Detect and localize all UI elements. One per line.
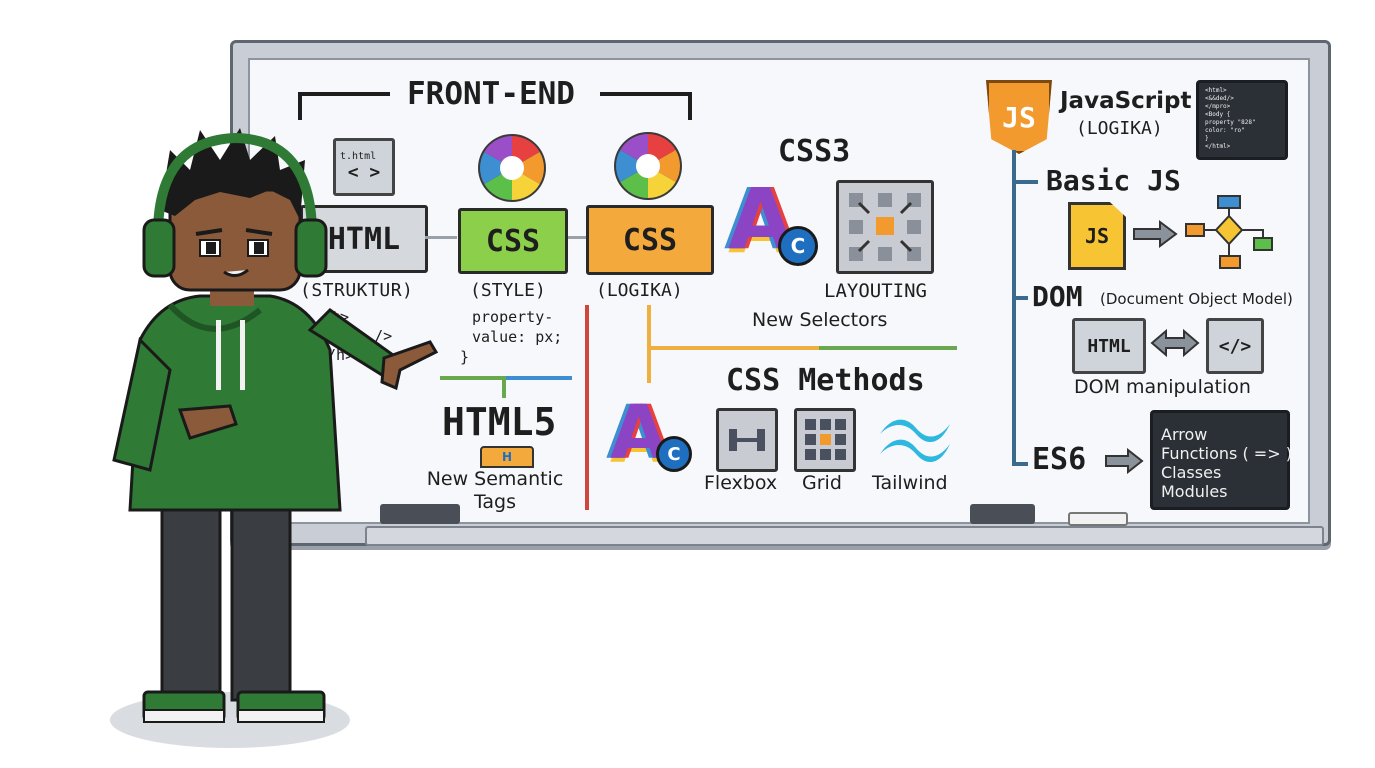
css-methods-title: CSS Methods bbox=[726, 363, 925, 398]
css-logic-label: CSS bbox=[622, 222, 678, 258]
css-style-sub-label: (STYLE) bbox=[470, 280, 546, 301]
js-tree-branch-dom bbox=[1012, 296, 1028, 300]
js-code-line-1: <html> bbox=[1205, 87, 1227, 94]
layout-grid-icon bbox=[836, 180, 934, 274]
tailwind-label: Tailwind bbox=[872, 472, 948, 494]
connector-css-css bbox=[566, 236, 586, 239]
dom-manipulation-label: DOM manipulation bbox=[1074, 376, 1251, 398]
grid-icon bbox=[794, 408, 856, 472]
html-file-tab: t.html bbox=[340, 151, 377, 162]
whiteboard-tray bbox=[365, 526, 1324, 546]
presenter-character bbox=[110, 128, 439, 748]
js-code-line-7: } bbox=[1205, 135, 1209, 142]
es6-title: ES6 bbox=[1032, 442, 1087, 477]
es6-item-modules: Modules bbox=[1161, 482, 1228, 501]
dom-title: DOM bbox=[1032, 280, 1083, 313]
js-code-line-4: <Body { bbox=[1205, 111, 1231, 118]
html5-title: HTML5 bbox=[442, 400, 557, 444]
es6-item-functions: Functions ( => ) bbox=[1161, 444, 1292, 463]
js-code-line-2: <&&ded/> bbox=[1205, 95, 1234, 102]
dom-code-window-icon: </> bbox=[1206, 318, 1264, 374]
html-sub-label: (STRUKTUR) bbox=[300, 280, 414, 301]
dom-html-label: HTML bbox=[1087, 335, 1131, 357]
css-methods-c-badge: C bbox=[656, 436, 692, 472]
basic-js-arrow-icon bbox=[1133, 220, 1178, 248]
dom-bidirectional-arrow-icon bbox=[1150, 328, 1200, 358]
connector-logic-green bbox=[819, 346, 957, 350]
es6-item-arrow: Arrow bbox=[1161, 425, 1208, 444]
css-code-line-3: } bbox=[460, 348, 470, 366]
html5-connector-down bbox=[502, 376, 506, 398]
dom-html-window-icon: HTML bbox=[1072, 318, 1146, 374]
eraser-left bbox=[380, 504, 460, 524]
html-file-icon: t.html < > bbox=[333, 138, 395, 196]
flowchart-icon bbox=[1185, 195, 1273, 269]
flexbox-label: Flexbox bbox=[704, 472, 778, 494]
css-methods-a-icon: A C bbox=[610, 390, 692, 476]
es6-item-classes: Classes bbox=[1161, 463, 1222, 482]
html-file-glyph: < > bbox=[347, 162, 381, 183]
dom-code-glyph: </> bbox=[1218, 335, 1252, 357]
js-file-icon: JS bbox=[1068, 202, 1126, 270]
connector-html-css bbox=[425, 236, 457, 239]
html5-caption-2: Tags bbox=[473, 491, 517, 513]
js-code-line-5: property "828" bbox=[1205, 119, 1256, 126]
es6-arrow-icon bbox=[1105, 448, 1144, 474]
marker bbox=[1068, 512, 1128, 526]
html-box-label: HTML bbox=[327, 221, 401, 257]
css-code-line-1: property- bbox=[472, 308, 554, 326]
js-code-line-3: </mpro> bbox=[1205, 103, 1231, 110]
eraser-right bbox=[970, 504, 1035, 524]
flexbox-icon bbox=[716, 408, 778, 472]
dom-full-name: (Document Object Model) bbox=[1100, 290, 1293, 308]
css3-c-badge: C bbox=[778, 226, 818, 266]
js-tree-branch-basic bbox=[1012, 180, 1038, 184]
js-tree-trunk bbox=[1012, 150, 1016, 465]
js-tree-branch-es6 bbox=[1012, 462, 1028, 466]
html5-connector-green bbox=[440, 376, 504, 380]
html5-connector-blue bbox=[504, 376, 572, 380]
css-style-box: CSS bbox=[458, 208, 568, 274]
tailwind-icon bbox=[880, 419, 950, 463]
color-wheel-icon-logic bbox=[614, 132, 682, 200]
css3-title: CSS3 bbox=[778, 134, 851, 169]
connector-logic-vertical bbox=[647, 305, 651, 383]
whiteboard-surface bbox=[248, 58, 1310, 524]
css-style-label: CSS bbox=[485, 223, 541, 259]
divider-red bbox=[585, 305, 589, 510]
javascript-code-window: <html> <&&ded/> </mpro> <Body { property… bbox=[1196, 80, 1288, 160]
js-code-line-6: color: "ro" bbox=[1205, 127, 1245, 134]
javascript-title: JavaScript bbox=[1060, 88, 1192, 114]
connector-logic-orange bbox=[647, 346, 819, 350]
front-end-title: FRONT-END bbox=[407, 76, 575, 112]
layouting-label: LAYOUTING bbox=[824, 280, 927, 302]
js-code-line-8: </html> bbox=[1205, 143, 1231, 150]
html5-badge-icon: H bbox=[480, 446, 534, 468]
color-wheel-icon-style bbox=[478, 134, 546, 202]
es6-features-window: Arrow Functions ( => ) Classes Modules bbox=[1150, 410, 1292, 510]
basic-js-title: Basic JS bbox=[1046, 164, 1181, 197]
css-code-line-2: value: px; bbox=[472, 328, 563, 346]
css-logic-box: CSS bbox=[586, 205, 714, 275]
javascript-sub-label: (LOGIKA) bbox=[1076, 118, 1163, 139]
html5-caption-1: New Semantic bbox=[426, 468, 564, 490]
grid-label: Grid bbox=[802, 472, 842, 494]
css-logic-sub-label: (LOGIKA) bbox=[596, 280, 683, 301]
css3-a-icon: A C bbox=[728, 170, 818, 268]
new-selectors-label: New Selectors bbox=[752, 309, 888, 331]
front-end-bracket bbox=[298, 92, 692, 120]
